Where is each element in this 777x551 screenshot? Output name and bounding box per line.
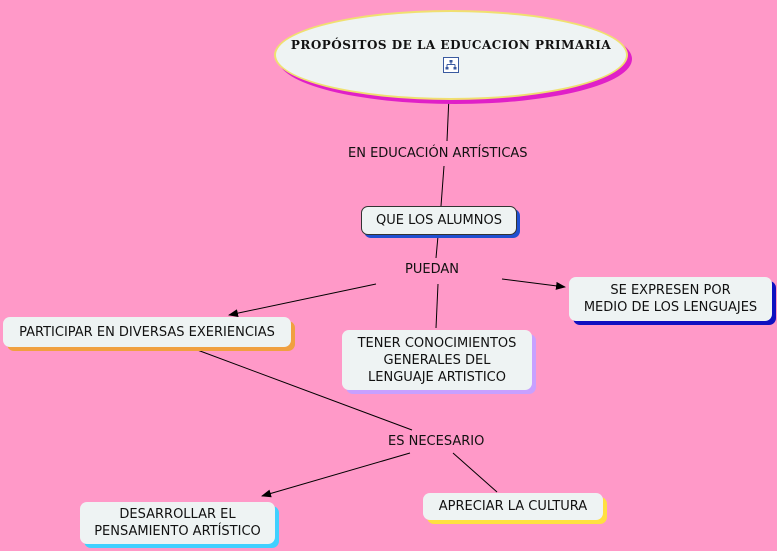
line-alumnos-to-puedan <box>435 235 439 259</box>
arrow-necesario-to-desarrollar <box>261 452 411 498</box>
node-se-expresen-line1: SE EXPRESEN POR <box>610 283 731 298</box>
root-node[interactable]: PROPÓSITOS DE LA EDUCACION PRIMARIA <box>274 10 628 100</box>
arrow-puedan-to-expresen <box>501 278 566 290</box>
node-desarrollar[interactable]: DESARROLLAR EL PENSAMIENTO ARTÍSTICO <box>80 502 275 544</box>
line-root-to-label <box>446 95 450 142</box>
node-participar[interactable]: PARTICIPAR EN DIVERSAS EXERIENCIAS <box>3 317 291 347</box>
link-label-es-necesario: ES NECESARIO <box>388 434 485 449</box>
link-label-puedan: PUEDAN <box>405 262 459 277</box>
node-tener-conocimientos[interactable]: TENER CONOCIMIENTOS GENERALES DEL LENGUA… <box>342 330 532 390</box>
hierarchy-icon[interactable] <box>443 56 459 73</box>
link-label-educacion: EN EDUCACIÓN ARTÍSTICAS <box>348 146 528 161</box>
node-tener-conocimientos-line2: GENERALES DEL <box>383 352 491 368</box>
line-puedan-to-conocimientos <box>435 283 439 329</box>
node-participar-label: PARTICIPAR EN DIVERSAS EXERIENCIAS <box>19 324 275 340</box>
node-desarrollar-line2: PENSAMIENTO ARTÍSTICO <box>94 524 261 539</box>
line-participar-to-necesario <box>191 347 413 431</box>
node-se-expresen-line2: MEDIO DE LOS LENGUAJES <box>583 300 758 315</box>
node-apreciar-la-cultura[interactable]: APRECIAR LA CULTURA <box>423 493 603 520</box>
line-necesario-to-apreciar <box>452 452 498 493</box>
node-se-expresen[interactable]: SE EXPRESEN POR MEDIO DE LOS LENGUAJES <box>569 277 772 321</box>
node-tener-conocimientos-line3: LENGUAJE ARTISTICO <box>368 369 506 385</box>
root-title: PROPÓSITOS DE LA EDUCACION PRIMARIA <box>290 37 612 52</box>
node-que-los-alumnos[interactable]: QUE LOS ALUMNOS <box>361 206 517 235</box>
node-tener-conocimientos-line1: TENER CONOCIMIENTOS <box>357 335 517 351</box>
arrow-puedan-to-participar <box>228 283 377 318</box>
node-que-los-alumnos-label: QUE LOS ALUMNOS <box>376 213 502 228</box>
node-desarrollar-line1: DESARROLLAR EL <box>119 507 236 522</box>
node-apreciar-label: APRECIAR LA CULTURA <box>438 499 588 514</box>
line-label-to-alumnos <box>440 165 445 207</box>
